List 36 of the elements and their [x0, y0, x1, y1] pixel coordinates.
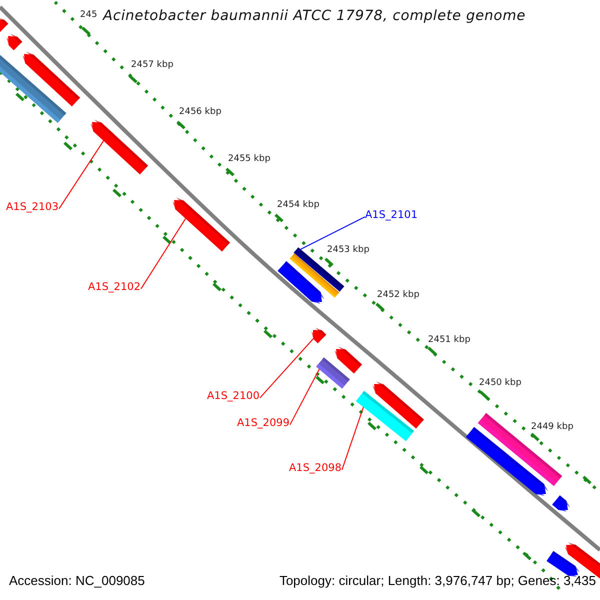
gene-feature: [90, 120, 148, 174]
leader-line: [58, 140, 104, 210]
gene-label: A1S_2101: [365, 209, 418, 222]
gene-label: A1S_2102: [88, 281, 140, 294]
gene-feature: [552, 495, 570, 512]
gene-label: A1S_2098: [289, 462, 342, 475]
gene-bar: [290, 253, 340, 298]
gene-feature: [312, 328, 326, 344]
tick-label: 2456 kbp: [179, 107, 222, 118]
footer-text: Topology: circular; Length: 3,976,747 bp; Genes: 3,435: [279, 573, 596, 589]
leader-line: [290, 368, 320, 426]
gene-feature: [546, 551, 580, 577]
leader-line: [260, 338, 314, 398]
tick-label: 245: [80, 10, 98, 21]
tick-label: 2455 kbp: [228, 154, 270, 165]
leader-line: [140, 218, 186, 290]
gene-bar: [0, 55, 66, 123]
leader-line: [300, 216, 366, 250]
leader-line: [342, 406, 364, 470]
tick-label: 2453 kbp: [327, 245, 370, 256]
title: Acinetobacter baumannii ATCC 17978, complete genome: [103, 8, 526, 25]
gene-feature: [172, 198, 230, 252]
tick-label: 2449 kbp: [531, 422, 574, 433]
gene-bar: [316, 357, 350, 389]
gene-label: A1S_2103: [6, 201, 58, 214]
tick-label: 2457 kbp: [131, 60, 174, 71]
tick-label: 2452 kbp: [377, 290, 420, 301]
tick-label: 2454 kbp: [277, 200, 320, 211]
tick-label: 2450 kbp: [479, 378, 522, 389]
gene-feature: [334, 346, 362, 374]
gene-feature: [6, 34, 22, 50]
footer-text: Accession: NC_009085: [9, 573, 145, 589]
gene-bar: [356, 390, 414, 442]
gene-label: A1S_2100: [207, 390, 260, 403]
gene-label: A1S_2099: [237, 417, 290, 430]
tick-label: 2451 kbp: [428, 335, 470, 346]
